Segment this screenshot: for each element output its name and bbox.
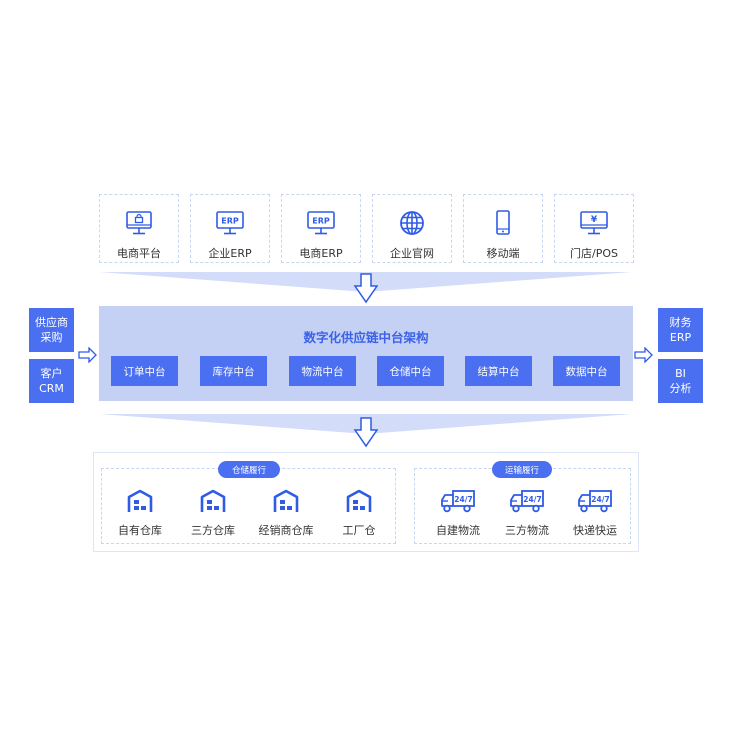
input-line2: CRM (39, 382, 64, 395)
arrow-right-icon (78, 347, 97, 363)
warehouse-icon (199, 488, 227, 514)
module-warehousing: 仓储中台 (377, 356, 444, 386)
transport-label: 三方物流 (505, 524, 549, 537)
delivery-truck-24-7-icon: 24/7 (577, 488, 613, 514)
input-line1: 供应商 (35, 316, 68, 329)
module-data: 数据中台 (553, 356, 620, 386)
svg-text:¥: ¥ (591, 215, 598, 225)
monitor-shopping-bag-icon (124, 209, 154, 237)
monitor-erp-icon: ERP (306, 209, 336, 237)
warehouse-label: 经销商仓库 (258, 524, 314, 537)
module-inventory: 库存中台 (200, 356, 267, 386)
warehouse-item: 工厂仓 (319, 488, 399, 538)
warehouse-label: 自有仓库 (118, 524, 162, 537)
delivery-truck-24-7-icon: 24/7 (509, 488, 545, 514)
warehouse-label: 工厂仓 (342, 524, 376, 537)
warehouse-icon (126, 488, 154, 514)
output-finance-erp: 财务 ERP (658, 308, 703, 352)
arrow-down-icon (353, 273, 379, 304)
core-title: 数字化供应链中台架构 (303, 330, 429, 345)
warehouse-item: 经销商仓库 (246, 488, 326, 538)
source-label: 企业官网 (390, 247, 434, 260)
source-ecommerce-platform: 电商平台 (99, 194, 179, 263)
svg-text:24/7: 24/7 (454, 495, 472, 504)
module-logistics: 物流中台 (289, 356, 356, 386)
mobile-phone-icon (488, 209, 518, 237)
delivery-truck-24-7-icon: 24/7 (440, 488, 476, 514)
funnel-bottom (100, 414, 632, 448)
funnel-top (100, 272, 632, 304)
warehouse-fulfillment-title: 仓储履行 (218, 461, 280, 478)
transport-item: 24/7 三方物流 (487, 488, 567, 538)
output-line2: ERP (669, 331, 692, 344)
source-label: 电商平台 (117, 247, 161, 260)
module-order: 订单中台 (111, 356, 178, 386)
svg-text:ERP: ERP (221, 217, 239, 226)
globe-icon (397, 209, 427, 237)
input-line1: 客户 (40, 367, 63, 380)
monitor-erp-icon: ERP (215, 209, 245, 237)
warehouse-item: 三方仓库 (173, 488, 253, 538)
output-line2: 分析 (669, 382, 692, 395)
warehouse-item: 自有仓库 (100, 488, 180, 538)
module-settlement: 结算中台 (465, 356, 532, 386)
output-bi-analytics: BI 分析 (658, 359, 703, 403)
source-label: 企业ERP (208, 247, 252, 260)
transport-label: 自建物流 (436, 524, 480, 537)
arrow-right-icon (634, 347, 653, 363)
input-supplier-procurement: 供应商 采购 (29, 308, 74, 352)
transport-item: 24/7 自建物流 (418, 488, 498, 538)
transport-label: 快递快运 (573, 524, 617, 537)
svg-text:24/7: 24/7 (523, 495, 541, 504)
warehouse-icon (345, 488, 373, 514)
input-customer-crm: 客户 CRM (29, 359, 74, 403)
core-platform-panel: 数字化供应链中台架构 订单中台 库存中台 物流中台 仓储中台 结算中台 数据中台 (99, 306, 633, 401)
input-line2: 采购 (40, 331, 63, 344)
output-line1: 财务 (669, 316, 692, 329)
warehouse-icon (272, 488, 300, 514)
source-label: 电商ERP (299, 247, 343, 260)
monitor-yen-icon: ¥ (579, 209, 609, 237)
source-label: 移动端 (486, 247, 520, 260)
source-store-pos: ¥ 门店/POS (554, 194, 634, 263)
source-enterprise-website: 企业官网 (372, 194, 452, 263)
source-enterprise-erp: ERP 企业ERP (190, 194, 270, 263)
source-label: 门店/POS (570, 247, 618, 260)
svg-text:ERP: ERP (312, 217, 330, 226)
transport-fulfillment-title: 运输履行 (492, 461, 552, 478)
source-mobile: 移动端 (463, 194, 543, 263)
warehouse-label: 三方仓库 (191, 524, 235, 537)
output-line1: BI (675, 367, 686, 380)
arrow-down-icon (353, 417, 379, 448)
transport-item: 24/7 快递快运 (555, 488, 635, 538)
svg-text:24/7: 24/7 (591, 495, 609, 504)
source-ecommerce-erp: ERP 电商ERP (281, 194, 361, 263)
